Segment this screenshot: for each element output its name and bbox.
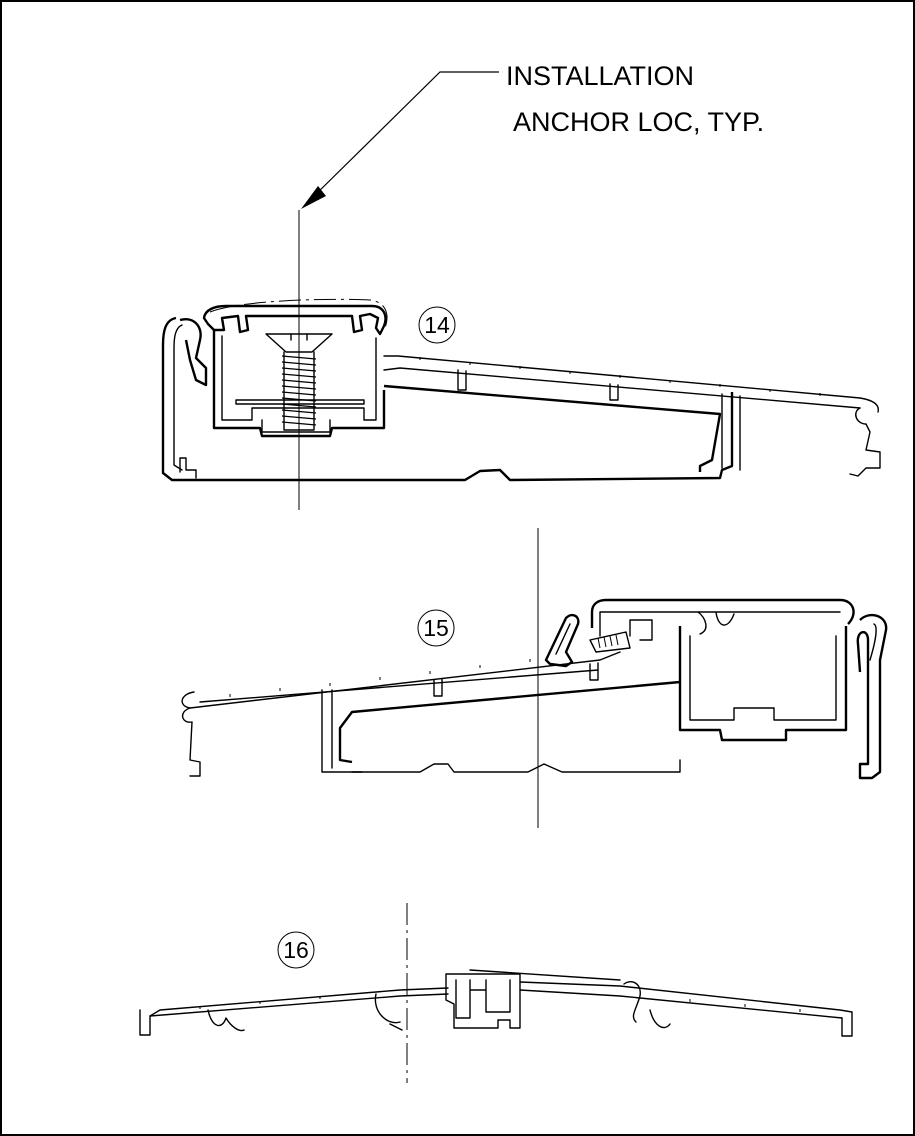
detail-16-center-box: [445, 973, 521, 1029]
detail-16-center-top: [469, 969, 621, 981]
detail-14-anchor-block: [261, 419, 331, 433]
detail-14-channel-inner: [221, 335, 377, 421]
detail-14-core-hollow: [383, 384, 722, 472]
detail-15-jamb-hook: [856, 613, 888, 780]
detail-14-ramp-underside: [383, 367, 861, 409]
detail-16-left-lugs: [207, 993, 403, 1032]
detail-14-ribs: [457, 369, 619, 401]
detail-16-right-lugs: [623, 980, 671, 1029]
detail-14-hook: [179, 318, 208, 387]
detail-14-nailing-notch: [179, 457, 197, 479]
detail-15-hinge-nose: [544, 613, 580, 668]
detail-14-frame-inner: [173, 324, 183, 471]
callout-arrowhead: [301, 186, 326, 209]
detail-15-frame-top: [590, 598, 855, 628]
detail-14-frame-outer: [161, 316, 734, 482]
detail-14-tag: 14: [424, 312, 450, 338]
detail-14-cover-body: [202, 304, 387, 336]
callout-line-1: INSTALLATION: [506, 61, 694, 91]
detail-15-sweep-teeth: [597, 634, 619, 649]
callout-leader-line: [309, 71, 499, 201]
detail-15-ribs: [433, 662, 599, 697]
detail-14-channel-shelf: [235, 399, 365, 405]
detail-16-left-ramp-top: [139, 993, 449, 1036]
detail-15-ramp-serrations: [229, 659, 531, 697]
detail-15: 15: [181, 528, 888, 828]
detail-15-hinge-inner: [555, 623, 571, 655]
detail-14-ramp-serrations: [419, 357, 821, 396]
detail-16-center-box-inner: [455, 979, 511, 1019]
detail-14-cover-dashed: [209, 298, 388, 331]
detail-14-channel-box: [212, 330, 386, 438]
detail-16: 16: [139, 903, 853, 1083]
detail-16-left-serrations: [199, 996, 321, 1009]
detail-16-right-ramp-under: [519, 989, 843, 1019]
detail-15-jamb-inner: [869, 623, 877, 661]
detail-15-core-hollow: [338, 680, 681, 764]
detail-14-ramp-top: [383, 355, 879, 413]
detail-15-ramp-underside: [199, 669, 599, 703]
callout-line-2: ANCHOR LOC, TYP.: [513, 107, 764, 137]
detail-14: 14: [161, 210, 881, 510]
detail-15-sweep: [589, 631, 631, 653]
detail-16-right-serrations: [689, 999, 801, 1012]
detail-15-frame-top-inner: [599, 611, 841, 641]
detail-15-tag-circle: [417, 609, 455, 647]
detail-14-end-lip: [849, 407, 881, 477]
installation-anchor-callout: INSTALLATION ANCHOR LOC, TYP.: [301, 61, 764, 209]
detail-15-end-lip: [182, 707, 201, 777]
detail-15-end-web: [321, 689, 363, 773]
detail-15-ramp-top: [181, 651, 621, 709]
detail-14-tag-circle: [418, 306, 456, 344]
detail-15-tag: 15: [423, 615, 449, 641]
detail-15-base: [351, 759, 681, 773]
detail-16-right-ramp-top: [519, 981, 853, 1037]
detail-16-left-ramp-under: [149, 987, 449, 1017]
detail-16-tag: 16: [283, 937, 309, 963]
detail-15-frame-box-inner: [689, 635, 837, 721]
detail-15-frame-box: [678, 626, 848, 742]
detail-14-core-web: [721, 393, 741, 471]
detail-16-tag-circle: [277, 931, 315, 969]
